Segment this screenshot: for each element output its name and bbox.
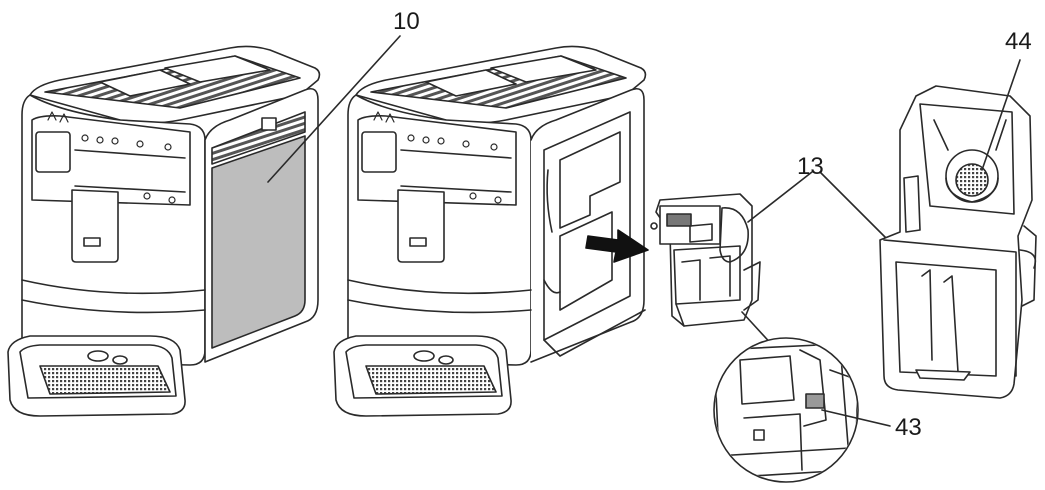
coffee-machine-opened [333, 45, 647, 417]
leader-13-small [747, 171, 813, 223]
coffee-machine-closed [7, 45, 321, 417]
removal-arrow [585, 229, 649, 263]
leader-43 [821, 409, 891, 427]
release-button-detail [713, 311, 859, 483]
callout-label-13: 13 [797, 153, 824, 180]
brew-unit-large [879, 85, 1037, 399]
leader-13-large [819, 171, 889, 241]
callout-label-10: 10 [393, 8, 420, 35]
brew-unit-small [650, 193, 761, 327]
leader-10 [267, 35, 401, 183]
callout-label-43: 43 [895, 414, 922, 441]
callout-label-44: 44 [1005, 28, 1032, 55]
leader-44 [981, 59, 1021, 171]
